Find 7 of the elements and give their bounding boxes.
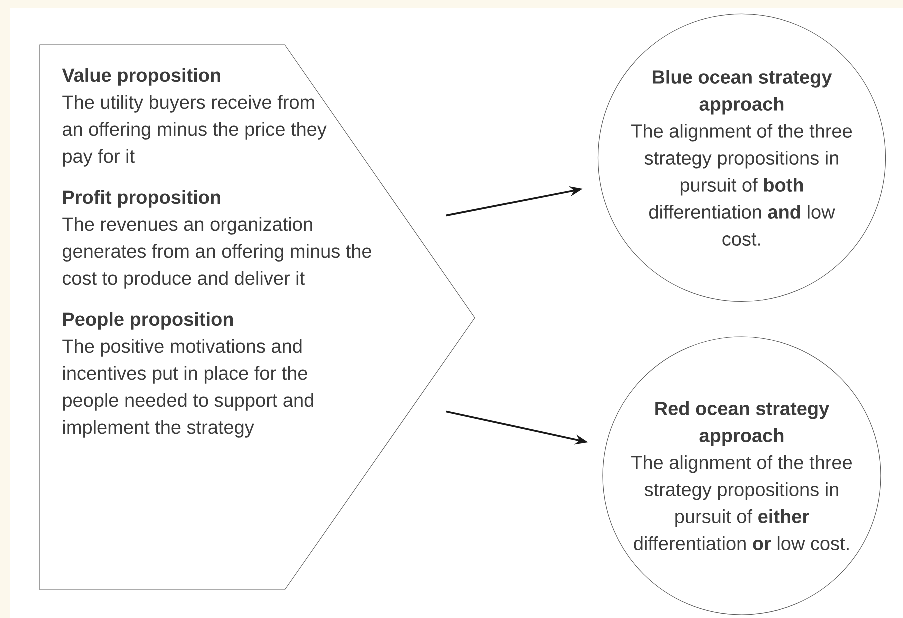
proposition-heading: Value proposition bbox=[62, 68, 220, 86]
proposition-heading: Profit proposition bbox=[63, 190, 220, 208]
proposition-description: The revenues an organization generates from an offering minus the cost to produce and deliver it bbox=[62, 217, 372, 289]
proposition-description: The positive motivations and incentives put in place for the people needed to support and implement the strategy bbox=[62, 339, 314, 438]
proposition-description: The utility buyers receive from an offering minus the price they pay for it bbox=[62, 95, 327, 167]
proposition-heading: People proposition bbox=[63, 312, 234, 330]
chevron-box bbox=[40, 44, 476, 590]
